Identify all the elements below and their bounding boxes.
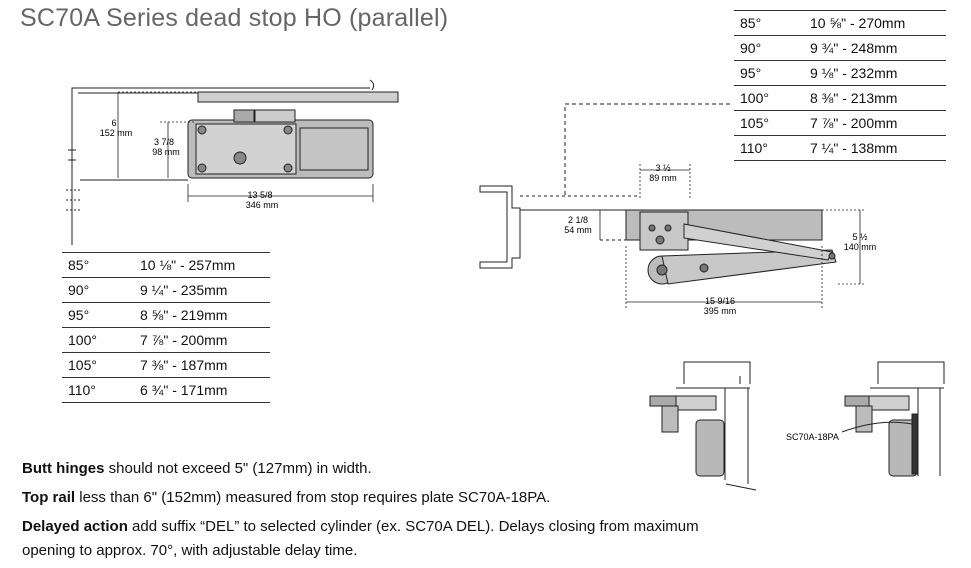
left-angle-table: 85°10 ⅛" - 257mm 90°9 ¼" - 235mm 95°8 ⅝"… <box>62 252 270 403</box>
page-title: SC70A Series dead stop HO (parallel) <box>20 4 449 32</box>
length-in-label: 13 5/8 <box>247 190 272 200</box>
right-angle-table: 85°10 ⅝" - 270mm 90°9 ¾" - 248mm 95°9 ⅛"… <box>734 10 946 161</box>
offset-mm-label: 54 mm <box>564 225 592 235</box>
table-row: 95°9 ⅛" - 232mm <box>734 60 946 86</box>
body-in-label: 3 7/8 <box>154 137 174 147</box>
table-row: 100°7 ⅞" - 200mm <box>62 327 270 353</box>
detail-plate-drawing <box>841 361 945 477</box>
depth-in-label: 5 ½ <box>852 232 868 242</box>
front-elevation-drawing <box>66 79 399 245</box>
table-row: 90°9 ¾" - 248mm <box>734 35 946 61</box>
arm-in-label: 3 ½ <box>655 163 671 173</box>
total-mm-label: 395 mm <box>704 306 737 316</box>
table-row: 100°8 ⅜" - 213mm <box>734 85 946 111</box>
table-row: 105°7 ⅜" - 187mm <box>62 352 270 378</box>
depth-mm-label: 140 mm <box>844 242 877 252</box>
table-row: 90°9 ¼" - 235mm <box>62 277 270 303</box>
plan-dimension-lines <box>599 164 866 308</box>
table-row: 105°7 ⅞" - 200mm <box>734 110 946 136</box>
note-butt-hinges: Butt hinges should not exceed 5" (127mm)… <box>22 460 372 477</box>
table-row: 85°10 ⅝" - 270mm <box>734 10 946 36</box>
offset-in-label: 2 1/8 <box>568 215 588 225</box>
table-row: 110°7 ¼" - 138mm <box>734 135 946 161</box>
table-row: 95°8 ⅝" - 219mm <box>62 302 270 328</box>
table-row: 85°10 ⅛" - 257mm <box>62 252 270 278</box>
height-mm-label: 152 mm <box>100 128 133 138</box>
table-row: 110°6 ¾" - 171mm <box>62 377 270 403</box>
arm-mm-label: 89 mm <box>649 173 677 183</box>
length-mm-label: 346 mm <box>246 200 279 210</box>
front-dimension-lines <box>117 91 374 202</box>
total-in-label: 15 9/16 <box>705 296 735 306</box>
plan-view-drawing <box>479 103 837 285</box>
note-delayed-action: Delayed action add suffix “DEL” to selec… <box>22 518 699 559</box>
plate-label: SC70A-18PA <box>786 432 839 442</box>
height-in-label: 6 <box>111 118 116 128</box>
detail-standard-drawing <box>649 361 757 491</box>
installation-notes: Butt hinges should not exceed 5" (127mm)… <box>22 457 722 568</box>
note-top-rail: Top rail less than 6" (152mm) measured f… <box>22 489 551 506</box>
body-mm-label: 98 mm <box>152 147 180 157</box>
